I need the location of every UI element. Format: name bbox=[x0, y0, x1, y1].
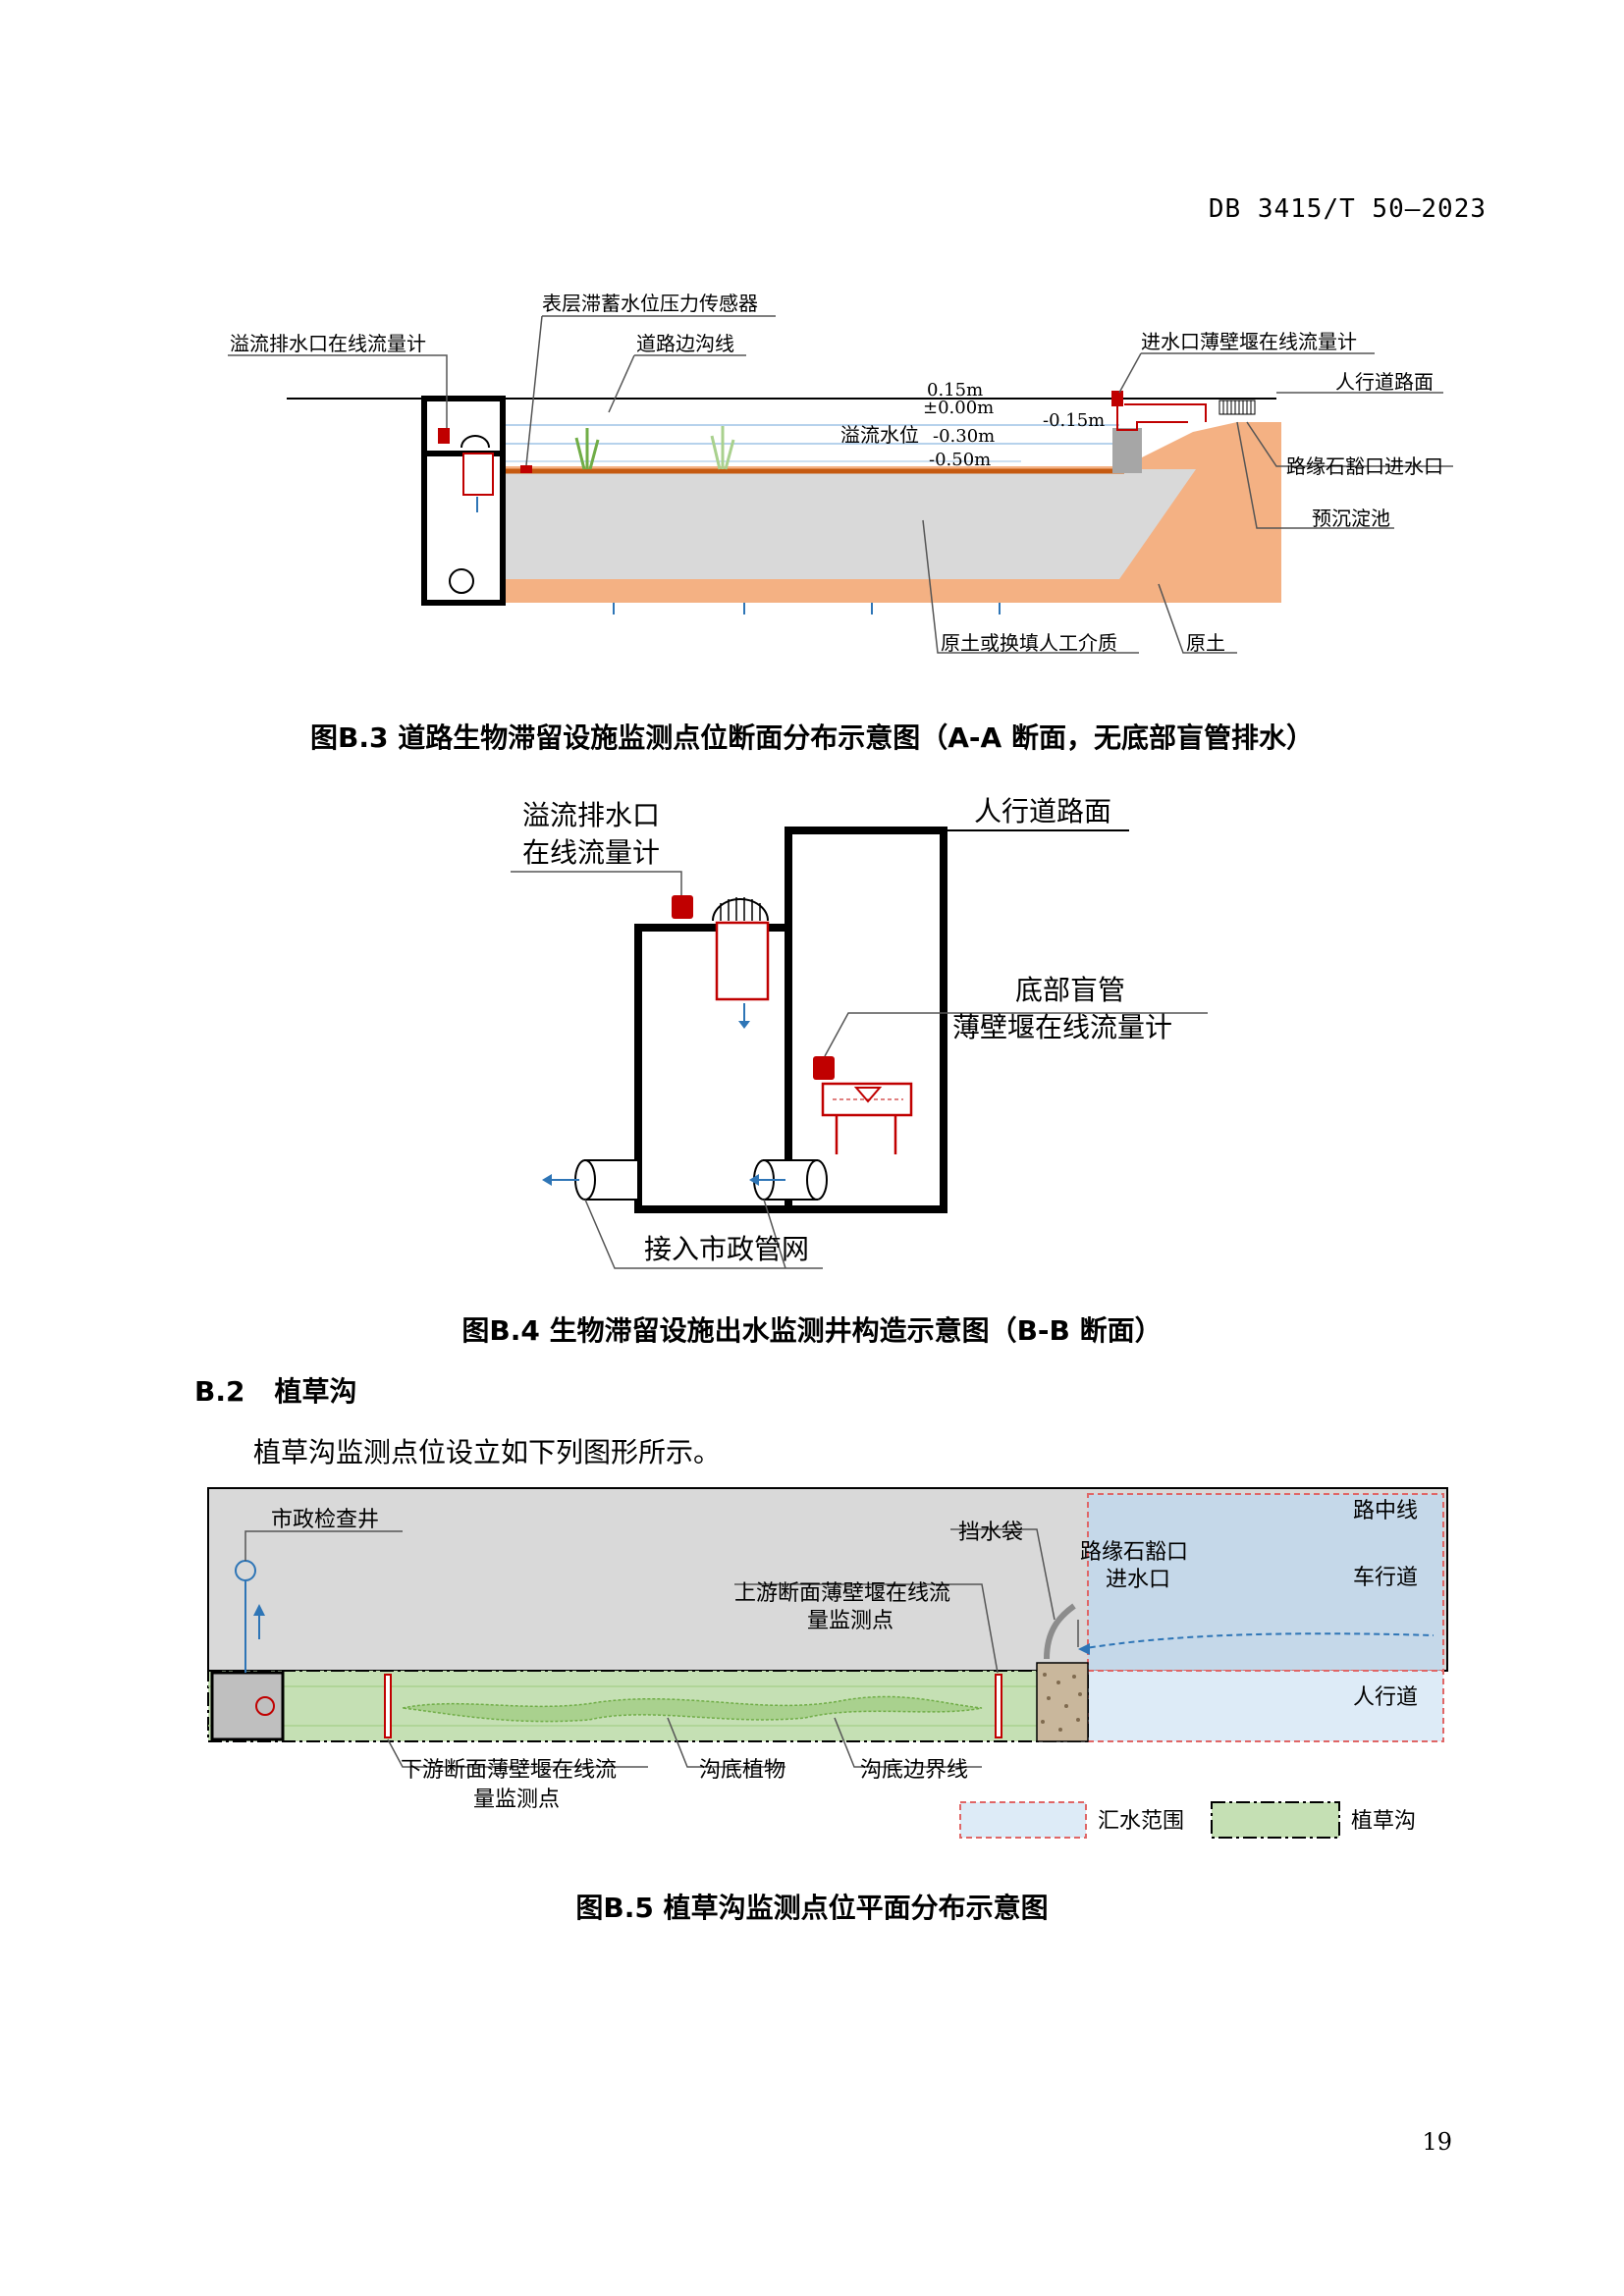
level-m050: -0.50m bbox=[929, 450, 991, 470]
leader-lines bbox=[511, 871, 1208, 1269]
label-manhole: 市政检查井 bbox=[271, 1508, 379, 1532]
label-curb-inlet-1: 路缘石豁口 bbox=[1080, 1540, 1188, 1565]
grate-icon bbox=[712, 898, 769, 922]
overflow-well bbox=[421, 396, 506, 606]
label-overflow-level: 溢流水位 bbox=[840, 423, 919, 447]
figure-b3-caption: 图B.3 道路生物滞留设施监测点位断面分布示意图（A-A 断面，无底部盲管排水） bbox=[310, 721, 1314, 754]
legend-catchment-label: 汇水范围 bbox=[1098, 1809, 1184, 1834]
section-title: 植草沟 bbox=[274, 1375, 357, 1408]
v-notch-icon bbox=[853, 1087, 883, 1103]
figure-b4-diagram: 溢流排水口 在线流量计 人行道路面 底部盲管 薄壁堰在线流量计 接入市政管网 bbox=[511, 795, 1208, 1269]
label-underdrain-1: 底部盲管 bbox=[1015, 974, 1125, 1006]
level-m030: -0.30m bbox=[933, 426, 995, 447]
manhole-box bbox=[210, 1671, 285, 1741]
label-water-bag: 挡水袋 bbox=[958, 1521, 1023, 1545]
curb-grate-icon bbox=[1218, 400, 1256, 415]
catchment-sidewalk bbox=[1087, 1670, 1444, 1742]
media-fill bbox=[503, 469, 1196, 579]
inlet-channel-outline bbox=[1124, 403, 1207, 422]
label-soil-media: 原土或换填人工介质 bbox=[941, 631, 1117, 655]
overflow-meter-icon bbox=[438, 428, 450, 444]
underdrain-meter-icon bbox=[813, 1056, 835, 1080]
figure-b5-diagram: 市政检查井 挡水袋 上游断面薄壁堰在线流 量监测点 路缘石豁口 进水口 路中线 … bbox=[207, 1487, 1448, 1839]
label-overflow-meter-2: 在线流量计 bbox=[522, 836, 660, 869]
underdrain-chamber bbox=[785, 827, 947, 1213]
legend-catchment-swatch bbox=[959, 1801, 1087, 1839]
infiltration-arrows bbox=[613, 603, 1001, 614]
label-overflow-meter-1: 溢流排水口 bbox=[522, 799, 660, 831]
label-presettle: 预沉淀池 bbox=[1312, 507, 1390, 530]
catchment-road bbox=[1087, 1493, 1444, 1672]
label-sidewalk: 人行道路面 bbox=[1335, 370, 1434, 394]
label-underdrain-2: 薄壁堰在线流量计 bbox=[952, 1011, 1172, 1043]
inlet-weir-meter-icon bbox=[1111, 391, 1123, 406]
label-inlet-weir-meter: 进水口薄壁堰在线流量计 bbox=[1141, 330, 1357, 353]
page-number: 19 bbox=[1422, 2128, 1452, 2156]
overflow-meter-icon bbox=[672, 895, 693, 919]
downstream-weir-icon bbox=[384, 1674, 392, 1738]
grate-icon bbox=[460, 435, 490, 449]
label-pressure-sensor: 表层滞蓄水位压力传感器 bbox=[542, 292, 758, 315]
leader-lines bbox=[244, 1528, 1079, 1768]
label-native-soil: 原土 bbox=[1186, 631, 1225, 655]
label-downstream-2: 量监测点 bbox=[473, 1788, 560, 1812]
inlet-weir-outline bbox=[1116, 406, 1188, 431]
label-boundary: 沟底边界线 bbox=[860, 1758, 968, 1783]
pressure-sensor-icon bbox=[520, 465, 532, 473]
label-sidewalk: 人行道 bbox=[1353, 1685, 1418, 1710]
label-carriageway: 车行道 bbox=[1353, 1566, 1418, 1590]
document-code: DB 3415/T 50—2023 bbox=[1208, 194, 1487, 224]
overflow-pipe-icon bbox=[715, 921, 770, 1001]
figure-b3-diagram: 溢流排水口在线流量计 表层滞蓄水位压力传感器 道路边沟线 进水口薄壁堰在线流量计… bbox=[228, 292, 1453, 655]
water-bag-icon bbox=[1044, 1603, 1076, 1660]
label-plants: 沟底植物 bbox=[699, 1758, 785, 1783]
label-centerline: 路中线 bbox=[1353, 1499, 1418, 1523]
label-upstream-1: 上游断面薄壁堰在线流 bbox=[734, 1581, 950, 1606]
manhole-icon bbox=[255, 1696, 275, 1716]
section-number: B.2 bbox=[194, 1375, 245, 1408]
leader-lines bbox=[228, 315, 1453, 654]
label-road-edge: 道路边沟线 bbox=[636, 332, 734, 355]
section-heading: B.2 植草沟 bbox=[194, 1370, 356, 1410]
overflow-chamber bbox=[634, 924, 792, 1213]
figure-b5-caption: 图B.5 植草沟监测点位平面分布示意图 bbox=[575, 1892, 1049, 1924]
overflow-pipe-icon bbox=[462, 453, 494, 496]
label-downstream-1: 下游断面薄壁堰在线流 bbox=[401, 1758, 617, 1783]
level-m015: -0.15m bbox=[1043, 410, 1105, 431]
level-000: ±0.00m bbox=[923, 398, 994, 418]
swale-plants bbox=[402, 1695, 983, 1723]
legend-swale-swatch bbox=[1211, 1801, 1340, 1839]
level-015: 0.15m bbox=[927, 380, 983, 400]
figure-b4-caption: 图B.4 生物滞留设施出水监测井构造示意图（B-B 断面） bbox=[461, 1314, 1163, 1347]
label-municipal: 接入市政管网 bbox=[644, 1233, 809, 1265]
label-upstream-2: 量监测点 bbox=[807, 1609, 893, 1633]
upstream-weir-icon bbox=[995, 1674, 1002, 1738]
plant-icon bbox=[574, 428, 600, 470]
label-curb-inlet: 路缘石豁口进水口 bbox=[1286, 454, 1443, 478]
label-overflow-meter: 溢流排水口在线流量计 bbox=[230, 332, 426, 355]
section-paragraph: 植草沟监测点位设立如下列图形所示。 bbox=[253, 1436, 722, 1468]
outlet-pipe-icon bbox=[449, 568, 474, 594]
plant-icon bbox=[710, 426, 735, 470]
label-sidewalk: 人行道路面 bbox=[974, 795, 1111, 828]
legend-swale-label: 植草沟 bbox=[1351, 1809, 1416, 1834]
inlet-block bbox=[1112, 428, 1142, 473]
label-curb-inlet-2: 进水口 bbox=[1106, 1568, 1170, 1592]
outlet-pipe-left bbox=[574, 1159, 639, 1201]
